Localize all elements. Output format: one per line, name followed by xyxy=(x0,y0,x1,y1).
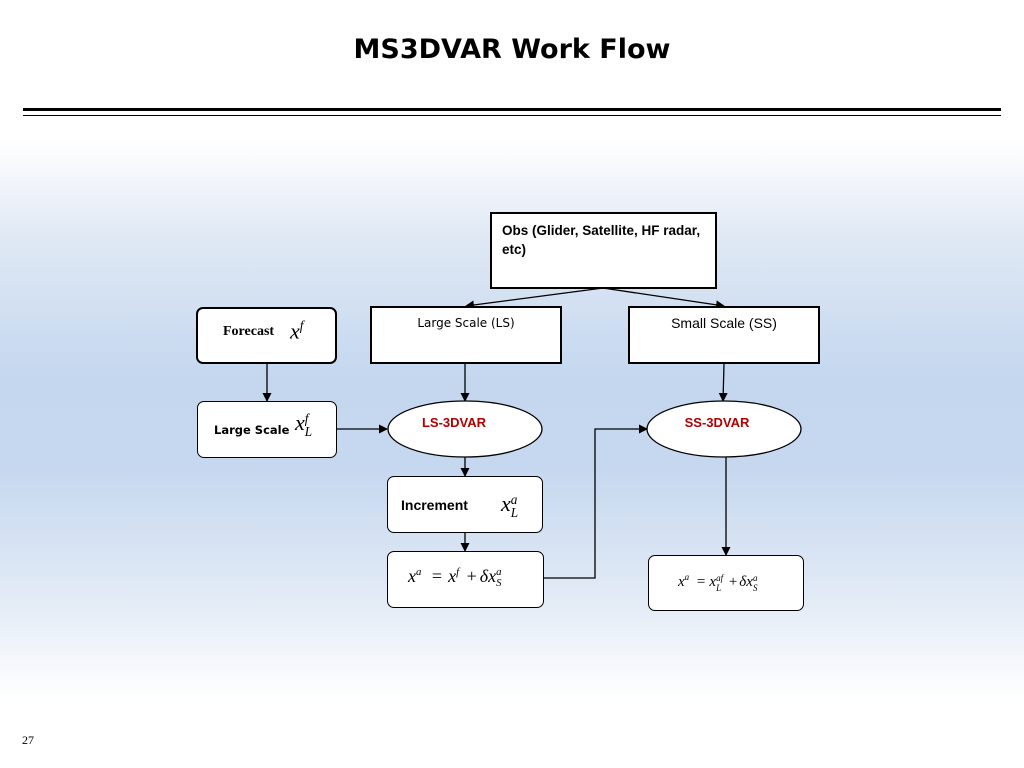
eq1-x-sup: a xyxy=(416,566,422,578)
eq1-dx: δx xyxy=(479,566,497,586)
title-rule-thin xyxy=(23,115,1001,116)
eq2-x: x xyxy=(678,574,685,590)
inc-math-sup: a xyxy=(510,491,518,507)
obs-label: Obs (Glider, Satellite, HF radar, etc) xyxy=(502,223,701,257)
eq2-dx: δx xyxy=(739,574,753,590)
ss-3dvar-ellipse xyxy=(646,400,802,458)
title-rule-thick xyxy=(23,108,1001,111)
eq1-equals: = xyxy=(431,566,443,586)
obs-box: Obs (Glider, Satellite, HF radar, etc) xyxy=(490,212,717,289)
large-scale-label: Large Scale (LS) xyxy=(417,316,515,330)
inc-math-base: x xyxy=(501,491,511,516)
arrow-obs-to-ls xyxy=(465,287,604,310)
slide-title: MS3DVAR Work Flow xyxy=(353,34,671,65)
ls-3dvar-node: LS-3DVAR xyxy=(388,401,542,457)
lsf-math-sub: L xyxy=(304,423,313,439)
eq1-dx-sup: a xyxy=(496,565,502,578)
eq2-x-sup: a xyxy=(684,572,690,582)
small-scale-box: Small Scale (SS) xyxy=(628,306,820,364)
small-scale-label: Small Scale (SS) xyxy=(671,315,777,331)
eq2-xl-sub: L xyxy=(716,582,722,593)
ls-3dvar-label: LS-3DVAR xyxy=(421,415,487,430)
eq1-x: x xyxy=(408,566,416,586)
eq1-dx-sub: S xyxy=(496,576,502,589)
eq2-equals: = xyxy=(696,574,706,590)
forecast-label: Forecast xyxy=(223,324,275,339)
large-scale-box: Large Scale (LS) xyxy=(370,306,562,364)
increment-label: Increment xyxy=(401,497,468,513)
eq1-xf-sup: f xyxy=(456,566,460,578)
arrow-obs-to-ss xyxy=(602,287,725,310)
large-scale-forecast-label: Large Scale xyxy=(214,423,290,437)
eq2-xl: x xyxy=(709,574,717,590)
arrow-analysis-to-ss3dvar xyxy=(544,424,648,579)
eq1-plus: + xyxy=(466,566,477,586)
forecast-math: xf xyxy=(290,318,303,344)
lsf-math-sup: f xyxy=(304,410,309,426)
ss-3dvar-label: SS-3DVAR xyxy=(684,415,750,430)
page-number: 27 xyxy=(22,733,34,747)
forecast-math-base: x xyxy=(290,318,300,344)
eq1-xf: x xyxy=(448,566,457,586)
eq2-dx-sub: S xyxy=(752,582,758,593)
eq2-plus: + xyxy=(728,574,738,590)
ss-3dvar-node: SS-3DVAR xyxy=(647,401,801,457)
eq2-dx-sup: a xyxy=(752,572,758,583)
forecast-math-sup: f xyxy=(299,318,304,333)
ls-3dvar-ellipse xyxy=(387,400,543,458)
eq2-xl-sup: af xyxy=(716,572,724,583)
forecast-box: Forecast xf xyxy=(196,307,337,364)
arrow-ss-to-ss3dvar xyxy=(718,363,728,402)
inc-math-sub: L xyxy=(510,504,519,520)
lsf-math-base: x xyxy=(295,410,305,435)
